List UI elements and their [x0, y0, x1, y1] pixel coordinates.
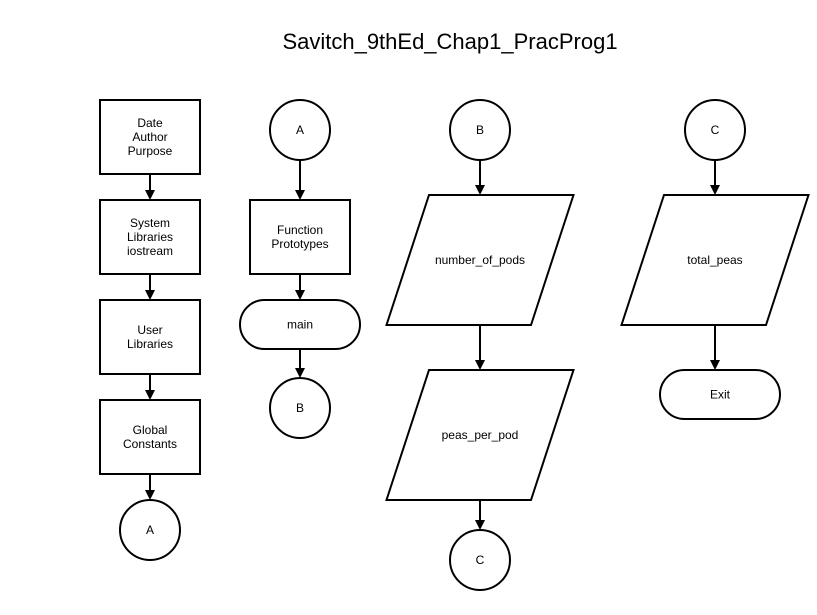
node-label: Prototypes — [271, 237, 328, 251]
node-label: Author — [132, 130, 167, 144]
node-label: total_peas — [687, 253, 742, 267]
flow-arrowhead — [710, 185, 720, 195]
terminator-node-exit: Exit — [659, 369, 781, 420]
connector-node-a: A — [119, 499, 181, 561]
node-label: Exit — [710, 388, 731, 402]
flow-arrowhead — [145, 190, 155, 200]
data-shape — [385, 194, 575, 326]
connector-node-b: B — [449, 99, 511, 161]
connector-shape — [449, 99, 511, 161]
terminator-shape — [239, 299, 361, 350]
flow-edges — [145, 160, 720, 530]
connector-shape — [449, 529, 511, 591]
process-shape — [99, 299, 201, 375]
node-label: Constants — [123, 437, 177, 451]
node-label: C — [711, 123, 720, 137]
node-label: number_of_pods — [435, 253, 525, 267]
connector-shape — [684, 99, 746, 161]
flow-arrowhead — [710, 360, 720, 370]
node-label: iostream — [127, 244, 173, 258]
diagram-title: Savitch_9thEd_Chap1_PracProg1 — [282, 29, 617, 54]
node-label: C — [476, 553, 485, 567]
flow-arrowhead — [145, 490, 155, 500]
node-label: Date — [137, 116, 163, 130]
node-label: B — [476, 123, 484, 137]
node-label: User — [137, 323, 162, 337]
data-node-number-of-pods: number_of_pods — [385, 194, 575, 326]
flow-arrowhead — [295, 290, 305, 300]
node-label: main — [287, 318, 313, 332]
connector-shape — [269, 377, 331, 439]
node-label: System — [130, 216, 170, 230]
process-shape — [99, 99, 201, 175]
process-shape — [99, 199, 201, 275]
data-node-total-peas: total_peas — [620, 194, 810, 326]
node-label: peas_per_pod — [442, 428, 519, 442]
connector-node-b: B — [269, 377, 331, 439]
connector-shape — [269, 99, 331, 161]
connector-node-a: A — [269, 99, 331, 161]
node-label: B — [296, 401, 304, 415]
node-label: A — [296, 123, 304, 137]
terminator-node-main: main — [239, 299, 361, 350]
data-shape — [385, 369, 575, 501]
data-node-peas-per-pod: peas_per_pod — [385, 369, 575, 501]
node-label: Global — [133, 423, 168, 437]
process-shape — [99, 399, 201, 475]
connector-node-c: C — [449, 529, 511, 591]
flow-arrowhead — [475, 360, 485, 370]
process-shape — [249, 199, 351, 275]
node-label: Libraries — [127, 337, 173, 351]
data-shape — [620, 194, 810, 326]
flow-arrowhead — [145, 390, 155, 400]
node-label: A — [146, 523, 154, 537]
connector-shape — [119, 499, 181, 561]
flow-arrowhead — [145, 290, 155, 300]
flow-arrowhead — [295, 368, 305, 378]
terminator-shape — [659, 369, 781, 420]
flow-arrowhead — [295, 190, 305, 200]
node-label: Purpose — [128, 144, 173, 158]
node-label: Function — [277, 223, 323, 237]
flow-arrowhead — [475, 520, 485, 530]
connector-node-c: C — [684, 99, 746, 161]
node-label: Libraries — [127, 230, 173, 244]
flow-arrowhead — [475, 185, 485, 195]
flow-nodes: DateAuthorPurposeSystemLibrariesiostream… — [99, 99, 810, 591]
